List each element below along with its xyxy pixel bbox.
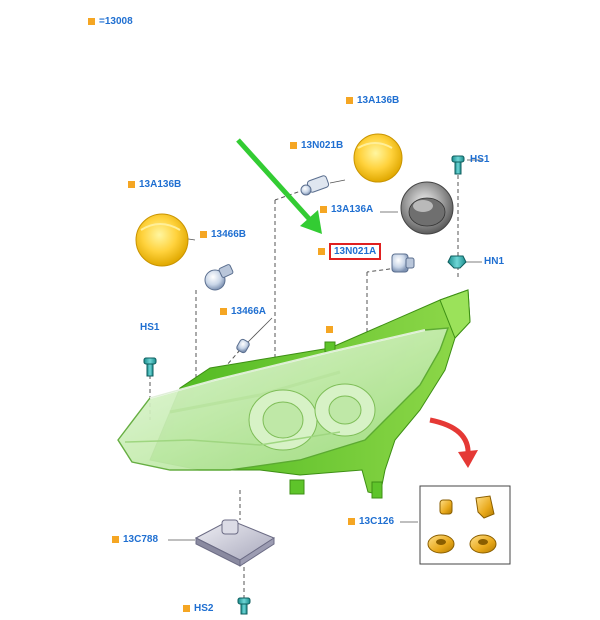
callout-label: 13A136A: [331, 204, 374, 215]
screw-hs1-left: [143, 357, 157, 377]
header-label-text: =13008: [99, 16, 133, 27]
callout-label: 13A136B: [139, 179, 182, 190]
bulb-13466b: [204, 264, 234, 291]
callout-13466a[interactable]: 13466A: [220, 306, 266, 317]
marker-square: [112, 536, 119, 543]
callout-13c788[interactable]: 13C788: [112, 534, 158, 545]
screw-hn1: [447, 255, 467, 269]
marker-square: [88, 18, 95, 25]
marker-square: [183, 605, 190, 612]
callout-label: 13N021B: [301, 140, 344, 151]
callout-hs2[interactable]: HS2: [183, 603, 213, 614]
callout-housing-marker[interactable]: [326, 326, 333, 333]
marker-square: [128, 181, 135, 188]
green-arrow: [236, 138, 322, 234]
dust-cap-13a136a: [400, 181, 454, 235]
marker-square: [346, 97, 353, 104]
dust-cap-13a136b-left: [135, 213, 189, 267]
marker-square: [200, 231, 207, 238]
headlamp-lens: [117, 327, 450, 471]
callout-label-highlighted: 13N021A: [329, 243, 382, 260]
callout-13a136b-top[interactable]: 13A136B: [346, 95, 399, 106]
callout-13a136a[interactable]: 13A136A: [320, 204, 373, 215]
callout-13n021a[interactable]: 13N021A: [318, 243, 382, 260]
callout-label: HS1: [470, 154, 490, 165]
marker-square: [326, 326, 333, 333]
callout-hs1-right[interactable]: HS1: [470, 154, 489, 165]
callout-label: HS2: [194, 603, 214, 614]
callout-label: 13C788: [123, 534, 159, 545]
marker-square: [348, 518, 355, 525]
screw-hs2: [237, 597, 251, 615]
marker-square: [318, 248, 325, 255]
bulb-13n021b: [300, 175, 330, 196]
callout-label: 13466B: [211, 229, 247, 240]
callout-label: 13C126: [359, 516, 395, 527]
callout-13n021b[interactable]: 13N021B: [290, 140, 343, 151]
callout-label: 13A136B: [357, 95, 400, 106]
callout-hn1[interactable]: HN1: [484, 256, 504, 267]
header-part-label: =13008: [88, 16, 133, 27]
bulb-13466a: [236, 338, 250, 354]
callout-13c126[interactable]: 13C126: [348, 516, 394, 527]
rotate-arrow: [429, 417, 478, 468]
fittings-inset-13c126: [419, 485, 511, 565]
bulb-13n021a: [391, 253, 415, 273]
dust-cap-13a136b-top: [353, 133, 403, 183]
callout-label: HS1: [140, 322, 160, 333]
marker-square: [320, 206, 327, 213]
callout-label: HN1: [484, 256, 505, 267]
callout-label: 13466A: [231, 306, 267, 317]
callout-13466b[interactable]: 13466B: [200, 229, 246, 240]
marker-square: [290, 142, 297, 149]
screw-hs1-right: [451, 155, 465, 175]
callout-hs1-left[interactable]: HS1: [140, 322, 159, 333]
callout-13a136b-left[interactable]: 13A136B: [128, 179, 181, 190]
control-module-13c788: [194, 519, 276, 567]
marker-square: [220, 308, 227, 315]
